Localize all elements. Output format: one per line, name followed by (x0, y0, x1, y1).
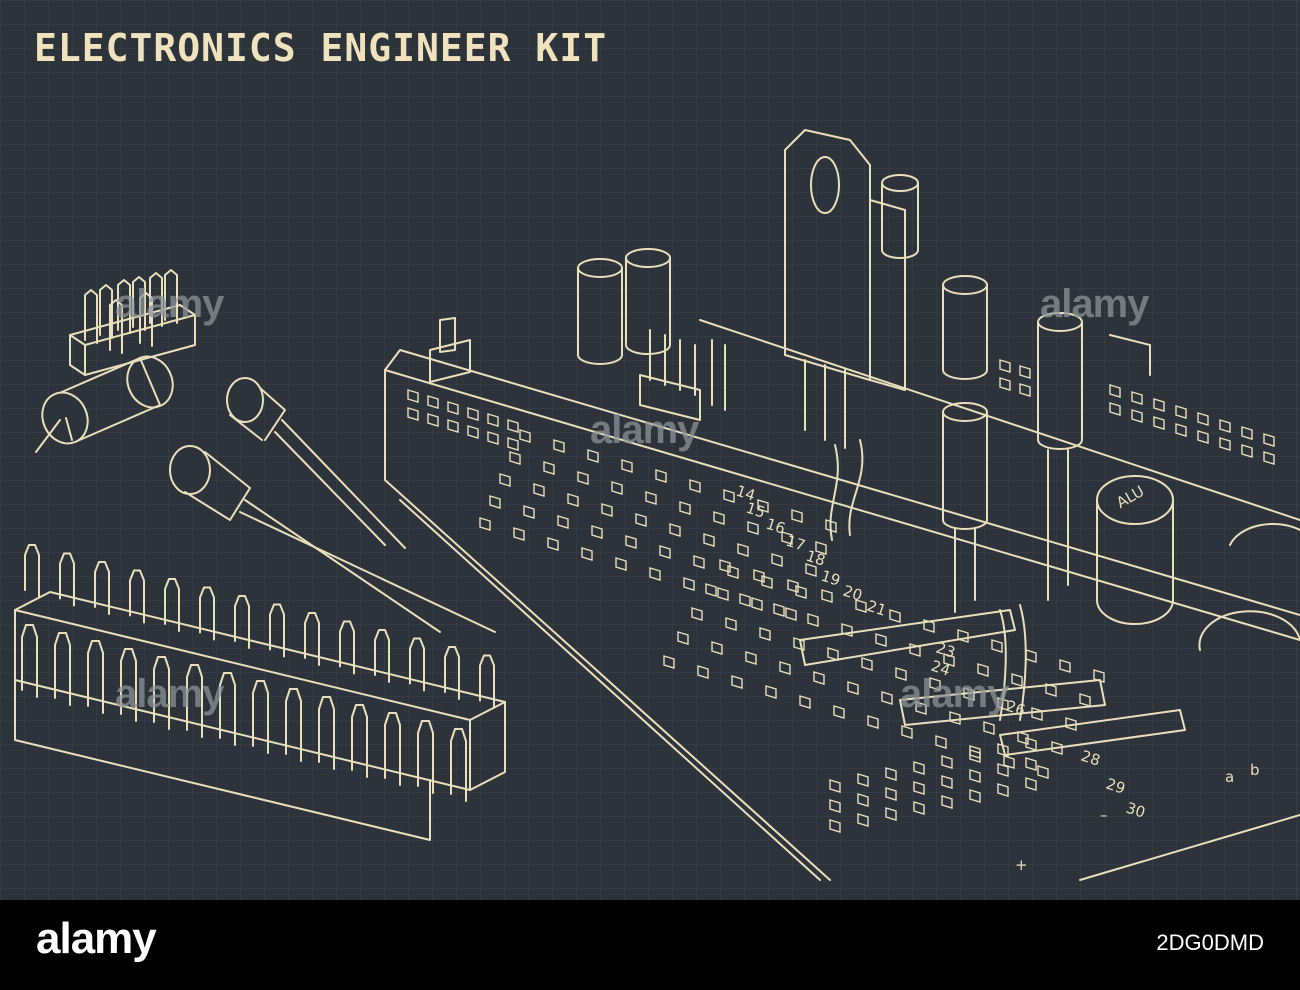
row-number: 14 (734, 482, 758, 505)
plus-sign: + (1015, 856, 1028, 874)
row-number: 29 (1104, 775, 1128, 798)
kit-title: ELECTRONICS ENGINEER KIT (34, 26, 608, 70)
breadboard (384, 319, 1300, 881)
pin-header (69, 269, 196, 376)
row-number: 15 (744, 499, 768, 522)
voltage-regulator (784, 129, 906, 449)
row-number: 16 (764, 515, 788, 538)
watermark: alamy (590, 408, 699, 452)
small-pin-header (429, 317, 726, 421)
footer-bar: alamy 2DG0DMD (0, 900, 1300, 990)
row-number: 23 (934, 639, 958, 662)
axial-capacitors (169, 377, 496, 633)
image-id: 2DG0DMD (1156, 930, 1264, 955)
column-letter-b: b (1250, 761, 1260, 779)
row-number: 26 (1004, 697, 1028, 720)
watermark: alamy (115, 672, 224, 716)
column-letter-a: a (1225, 768, 1234, 786)
row-number: 19 (819, 567, 843, 590)
row-number: 28 (1079, 747, 1103, 770)
row-number: 24 (929, 657, 953, 680)
watermark: alamy (900, 672, 1009, 716)
row-number: 17 (784, 532, 808, 555)
row-number: 21 (865, 597, 889, 620)
crystal-component (35, 355, 174, 453)
row-number: 20 (841, 582, 865, 605)
brand-logo: alamy (36, 914, 157, 963)
row-number: 30 (1124, 799, 1148, 822)
watermark: alamy (1040, 282, 1149, 326)
minus-sign: – (1100, 806, 1108, 824)
dip-ic-chip (14, 544, 506, 841)
row-number: 18 (804, 547, 828, 570)
watermark: alamy (115, 282, 224, 326)
jumper-wires (799, 334, 1186, 756)
